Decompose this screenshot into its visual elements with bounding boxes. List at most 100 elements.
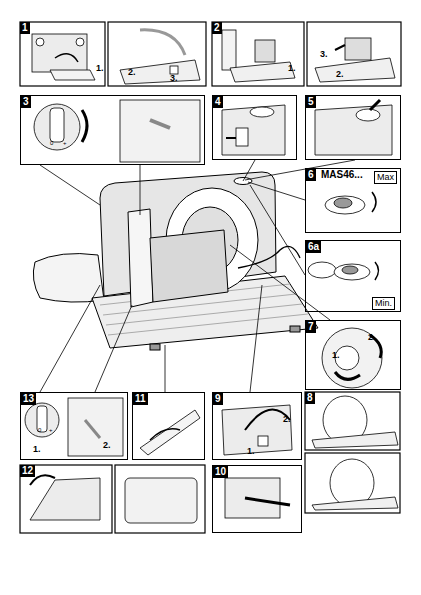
arrow-sketch bbox=[245, 410, 290, 430]
step-number: 4 bbox=[213, 96, 223, 108]
step-number: 8 bbox=[305, 392, 315, 404]
sub-frame bbox=[20, 465, 112, 533]
base-sketch bbox=[315, 58, 395, 82]
step-panel: 6aMin. bbox=[305, 240, 401, 312]
step-number: 9 bbox=[213, 393, 223, 405]
step-panel: 12 bbox=[20, 465, 205, 533]
button-sketch bbox=[356, 109, 380, 121]
step-label: 1. bbox=[33, 445, 41, 454]
step-label: Max bbox=[374, 171, 397, 184]
step-panel: 7 1. 2. bbox=[305, 320, 401, 390]
sub-frame bbox=[212, 22, 304, 86]
leader-line bbox=[140, 165, 141, 215]
leader-line bbox=[40, 285, 100, 392]
step-panel: 5 bbox=[305, 95, 401, 160]
step-panel: 11 bbox=[132, 392, 205, 460]
housing-sketch bbox=[32, 34, 87, 72]
dial-grip bbox=[50, 108, 64, 142]
step-label: 3. bbox=[320, 50, 328, 59]
knob-sketch bbox=[36, 38, 44, 46]
sub-frame bbox=[115, 465, 205, 533]
arrow-sketch bbox=[82, 110, 87, 142]
step-label: 2. bbox=[103, 441, 111, 450]
step-panel: 130+1.2. bbox=[20, 392, 128, 460]
scale-sketch bbox=[68, 398, 123, 456]
step-panel: 11.2.3. bbox=[20, 22, 206, 86]
step-panel: 21.3.2. bbox=[212, 22, 401, 86]
cord-sketch bbox=[140, 410, 200, 455]
carriage-plate bbox=[128, 209, 153, 307]
leader-line bbox=[230, 245, 330, 320]
step-panel: 6 MAS46... Max bbox=[305, 168, 401, 233]
step-label: 0 bbox=[38, 427, 41, 433]
step-label: 0 bbox=[50, 140, 53, 146]
step-number: 10 bbox=[213, 466, 228, 478]
arrow-sketch bbox=[372, 192, 376, 212]
step-panel: 91.2. bbox=[212, 392, 302, 460]
arrow-sketch bbox=[375, 262, 379, 280]
button-sketch bbox=[325, 196, 365, 214]
step-number: 1 bbox=[20, 22, 30, 34]
leader-lines bbox=[40, 160, 355, 392]
housing-sketch bbox=[315, 105, 392, 155]
step-number: 7 bbox=[306, 321, 316, 333]
arrow-sketch bbox=[335, 45, 345, 50]
leader-line bbox=[95, 305, 132, 392]
step-label: 1. bbox=[288, 64, 296, 73]
slicer-illustration bbox=[33, 172, 318, 350]
step-number: 6a bbox=[306, 241, 321, 253]
arrow-sketch bbox=[150, 120, 170, 128]
step-label: MAS46... bbox=[321, 170, 363, 180]
lock-sketch bbox=[236, 128, 248, 146]
food-pusher bbox=[150, 230, 228, 302]
step-panel: 8 bbox=[305, 392, 400, 513]
power-cord bbox=[238, 246, 300, 268]
arrow-sketch bbox=[335, 372, 360, 379]
pusher-sketch bbox=[255, 40, 275, 62]
button-sketch bbox=[334, 198, 352, 208]
pusher-sketch bbox=[345, 38, 371, 60]
split-frames bbox=[20, 22, 401, 533]
button-sketch bbox=[250, 107, 274, 117]
step-number: 3 bbox=[21, 96, 31, 108]
step-label: + bbox=[63, 140, 67, 146]
leader-line bbox=[250, 185, 305, 275]
step-label: 2. bbox=[368, 333, 376, 342]
arrow-sketch bbox=[245, 498, 290, 505]
step-panel: 3 0 + bbox=[20, 95, 205, 165]
housing-sketch bbox=[222, 105, 285, 155]
tray-sketch bbox=[50, 70, 95, 80]
leader-line bbox=[243, 160, 255, 181]
blade-sketch bbox=[322, 328, 382, 388]
arrow-sketch bbox=[140, 30, 185, 55]
dial-sketch bbox=[34, 104, 80, 150]
step-number: 6 bbox=[306, 169, 316, 181]
base-sketch bbox=[230, 62, 295, 82]
housing-sketch bbox=[222, 405, 292, 455]
sub-frame bbox=[108, 22, 206, 86]
step-number: 5 bbox=[306, 96, 316, 108]
step-label: 2. bbox=[336, 70, 344, 79]
leader-line bbox=[165, 345, 166, 392]
sub-frame bbox=[305, 392, 400, 450]
leader-line bbox=[40, 165, 100, 205]
foot bbox=[150, 344, 160, 350]
folded-slicer bbox=[30, 478, 100, 520]
arrow-sketch bbox=[55, 54, 78, 62]
arrow-sketch bbox=[226, 137, 236, 139]
folding-tray bbox=[33, 254, 104, 303]
latch-sketch bbox=[258, 436, 268, 446]
base-sketch bbox=[312, 497, 398, 510]
step-number: 13 bbox=[21, 393, 36, 405]
step-label: 1. bbox=[332, 351, 340, 360]
cord-sketch bbox=[150, 429, 180, 440]
foot bbox=[290, 326, 300, 332]
step-number: 12 bbox=[20, 465, 35, 477]
scale-sketch bbox=[120, 100, 200, 162]
button-sketch bbox=[334, 264, 370, 280]
button-sketch bbox=[308, 262, 336, 278]
step-number: 11 bbox=[133, 393, 148, 405]
